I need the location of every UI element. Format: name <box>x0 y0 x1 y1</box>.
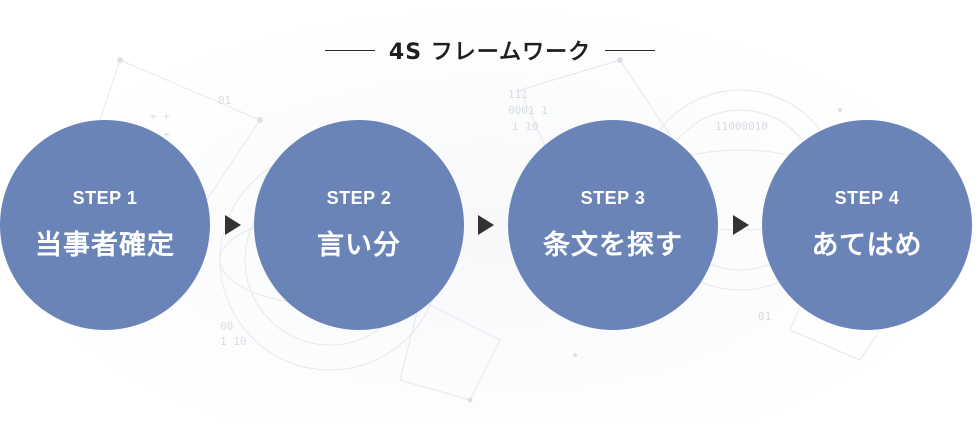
step-label: STEP 3 <box>580 188 646 208</box>
step-circle-4: STEP 4 あてはめ <box>762 120 972 330</box>
svg-text:111: 111 <box>508 88 528 101</box>
svg-text:i 10: i 10 <box>512 120 539 133</box>
step-circle-3: STEP 3 条文を探す <box>508 120 718 330</box>
title-left-rule <box>324 49 375 51</box>
step-label: STEP 1 <box>72 188 138 208</box>
svg-text:0001 1: 0001 1 <box>508 104 548 117</box>
title-right-rule <box>605 49 656 51</box>
arrow-right-icon <box>733 215 749 235</box>
svg-text:1 10: 1 10 <box>220 335 247 348</box>
diagram-title: 4S フレームワーク <box>388 40 592 65</box>
svg-text:01: 01 <box>218 94 231 107</box>
svg-text:01: 01 <box>758 310 771 323</box>
step-circle-2: STEP 2 言い分 <box>254 120 464 330</box>
arrow-right-icon <box>478 215 494 235</box>
svg-text:+ +: + + <box>150 110 170 123</box>
arrow-right-icon <box>225 215 241 235</box>
step-text: あてはめ <box>811 230 923 261</box>
step-label: STEP 2 <box>326 188 392 208</box>
svg-text:11000010: 11000010 <box>715 120 768 133</box>
step-label: STEP 4 <box>834 188 900 208</box>
step-circle-1: STEP 1 当事者確定 <box>0 120 210 330</box>
step-text: 当事者確定 <box>35 230 175 261</box>
svg-text:00: 00 <box>220 320 233 333</box>
title-row: 4S フレームワーク <box>0 30 980 70</box>
step-text: 条文を探す <box>543 230 683 261</box>
step-text: 言い分 <box>317 230 401 261</box>
